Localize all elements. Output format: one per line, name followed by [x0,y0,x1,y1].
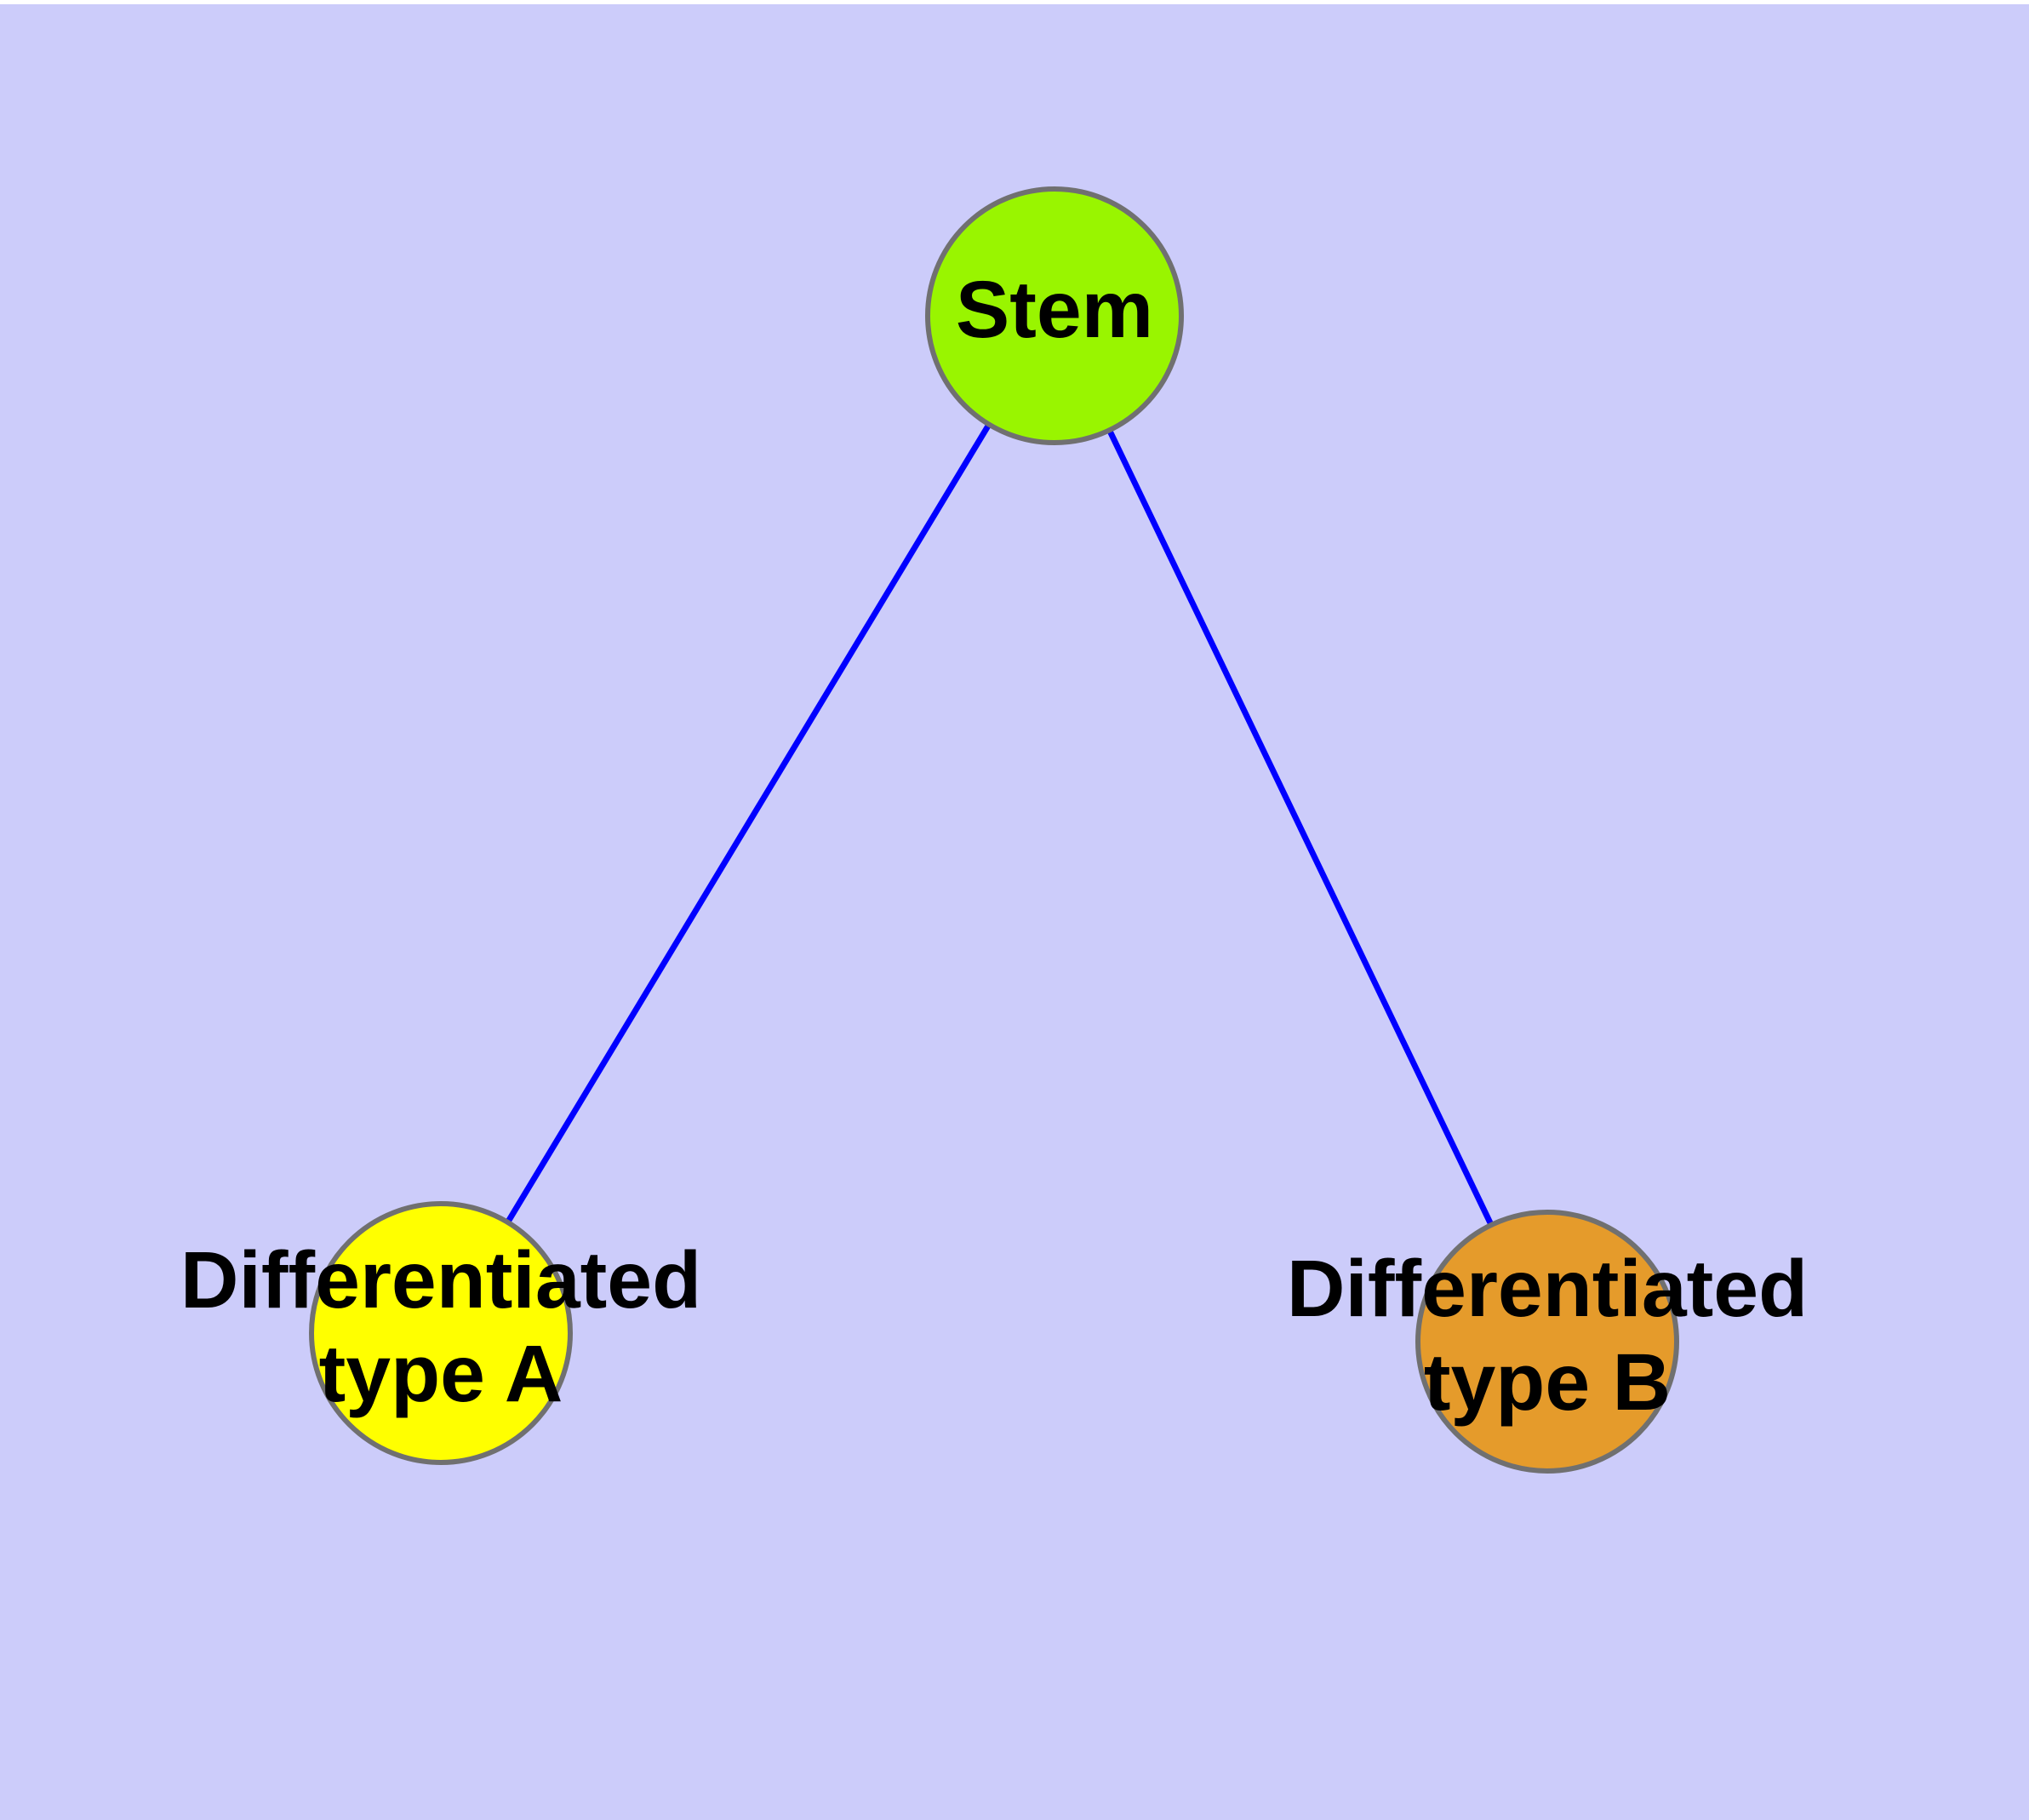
node-label-line: Stem [956,265,1153,355]
node-label-line: Differentiated [1287,1244,1808,1334]
node-label-line: type B [1424,1337,1671,1428]
node-differentiated-type-a[interactable] [309,1201,573,1465]
node-stem[interactable] [925,186,1184,445]
edge-stem-to-differentiated-type-a[interactable] [504,421,993,1226]
node-label-line: Differentiated [180,1235,701,1325]
edges-group [504,421,1495,1228]
nodes-group [309,186,1679,1474]
node-label-stem: Stem [956,265,1153,355]
node-label-line: type A [319,1329,563,1419]
edge-stem-to-differentiated-type-b[interactable] [1106,426,1495,1228]
node-differentiated-type-b[interactable] [1415,1210,1679,1474]
